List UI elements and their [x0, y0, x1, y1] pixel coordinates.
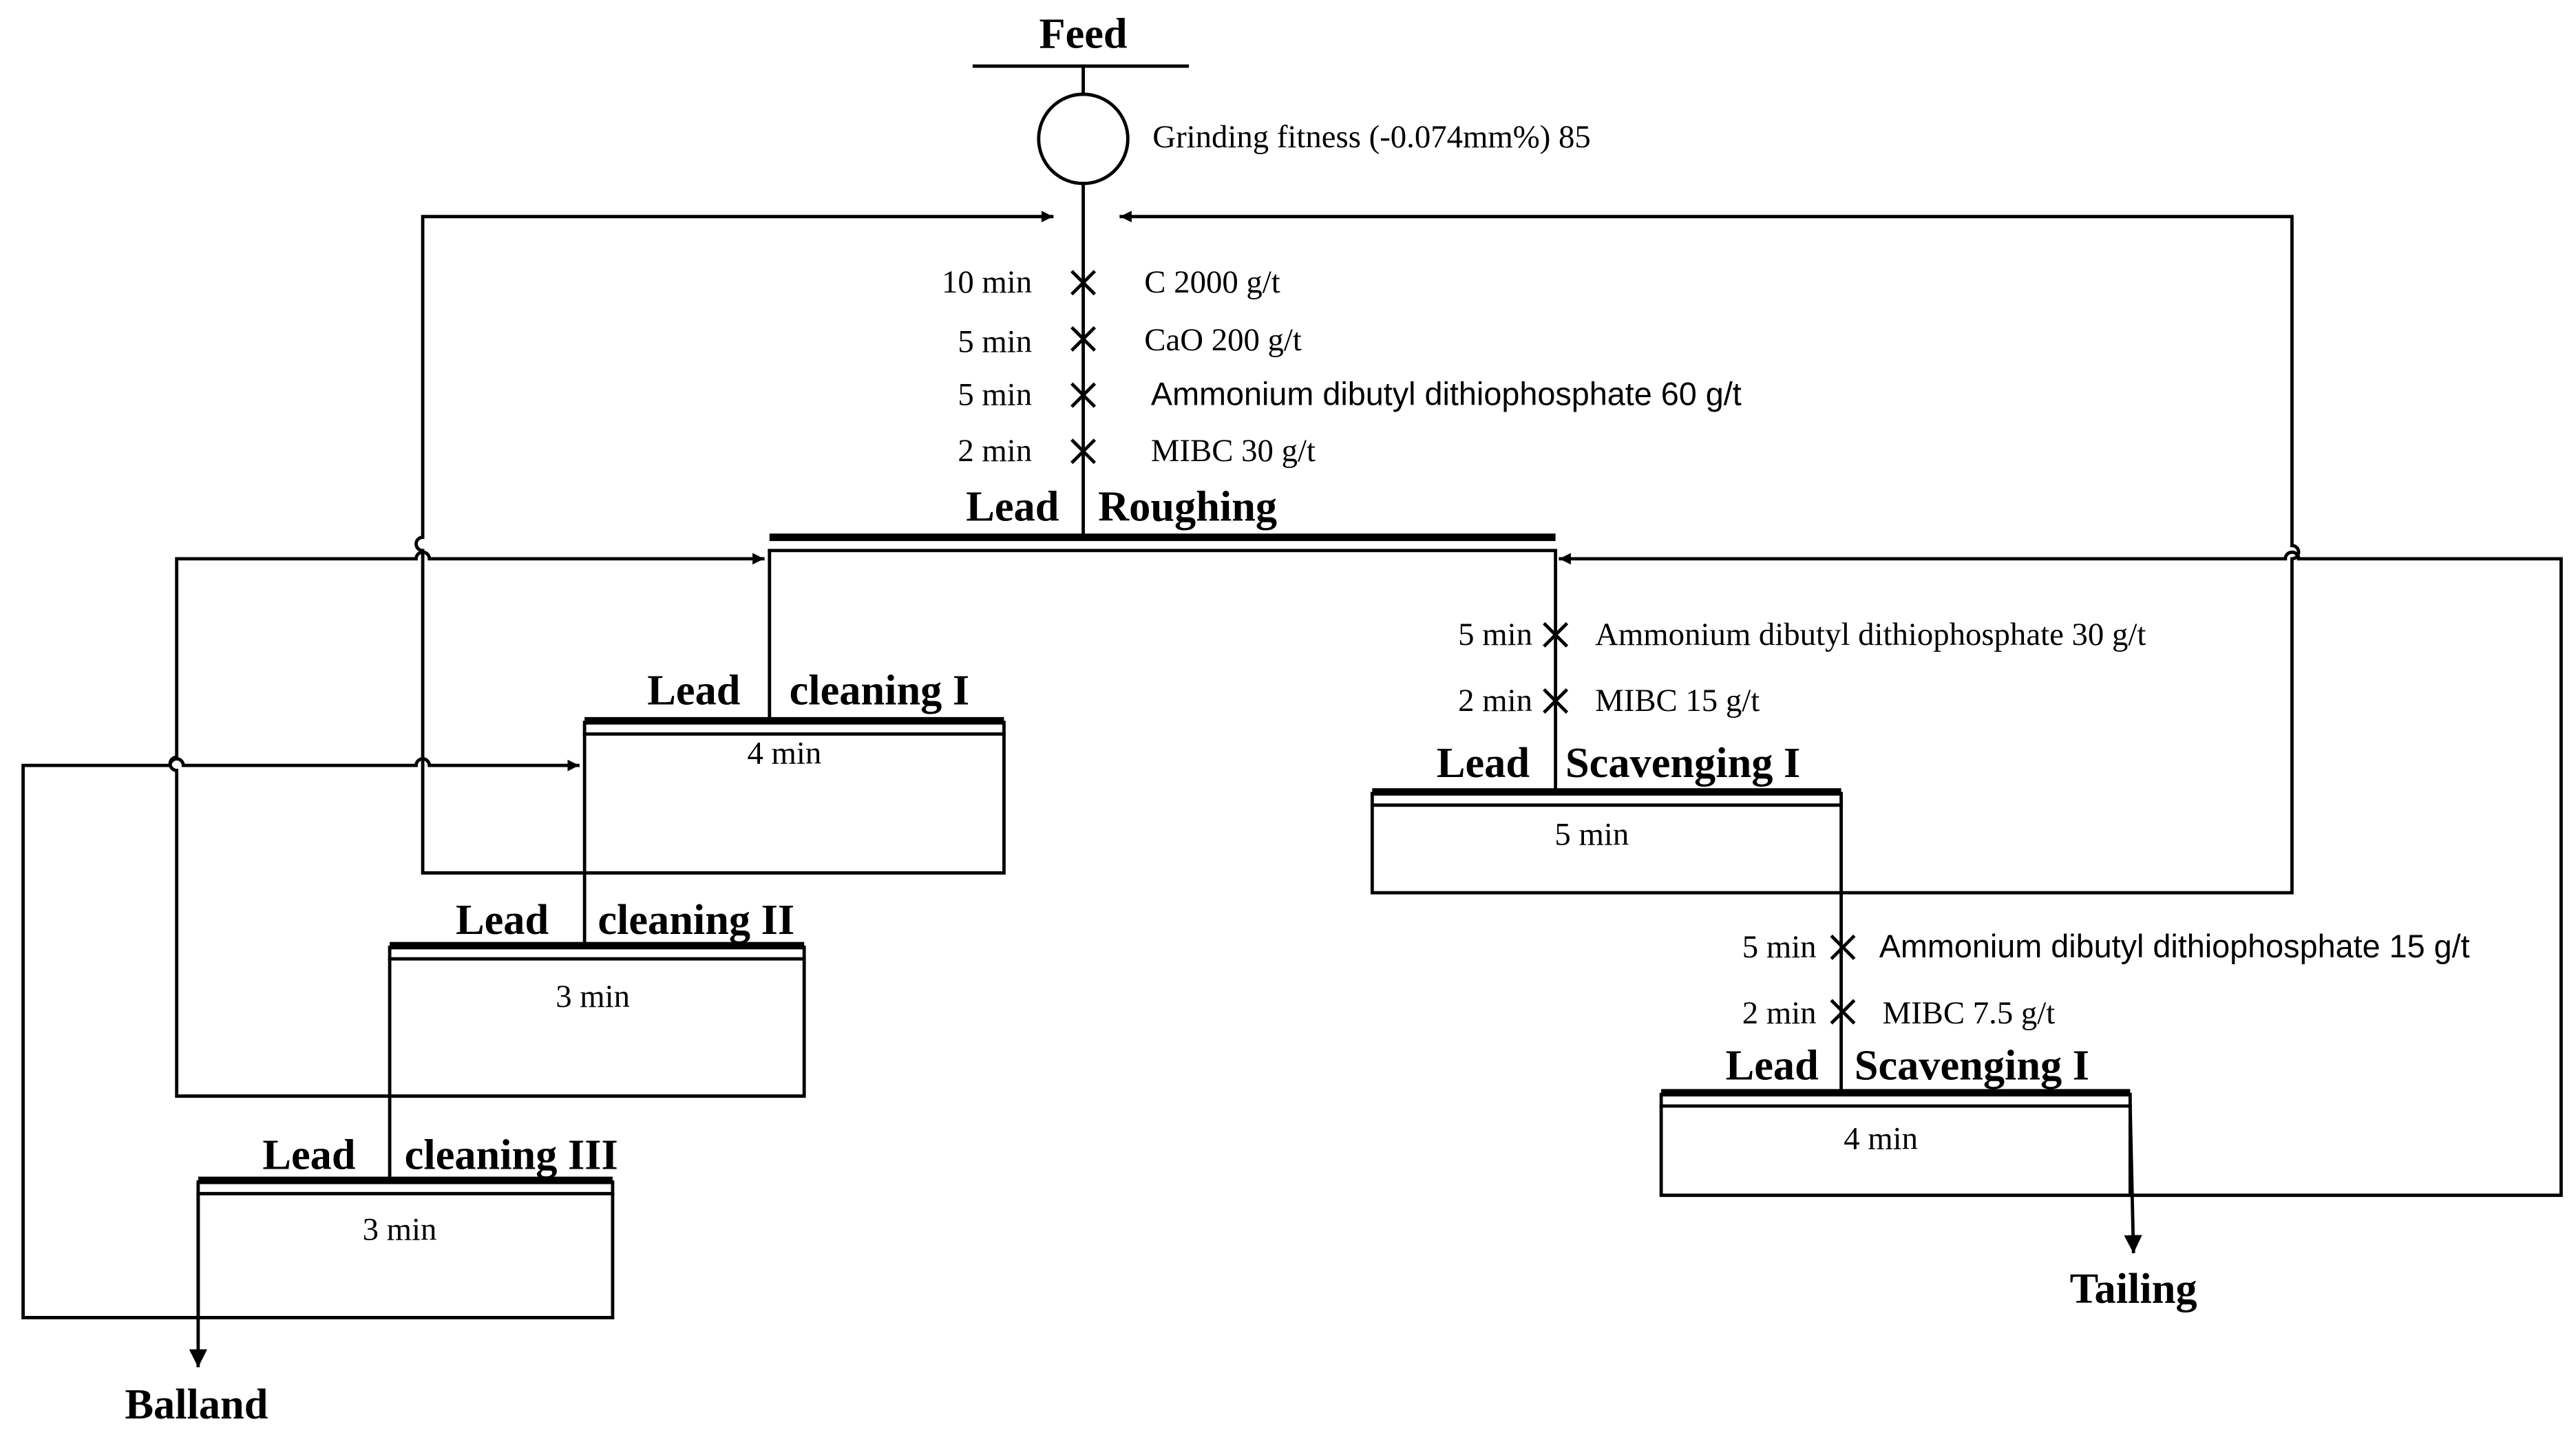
reagent-text: MIBC 15 g/t [1595, 683, 1760, 719]
reagent-time: 2 min [958, 433, 1032, 469]
scavenging1-reagent-2: 2 min MIBC 15 g/t [1458, 683, 1760, 719]
reagent-time: 5 min [958, 324, 1032, 360]
reagent-time: 2 min [1458, 683, 1532, 719]
cleaning1-time: 4 min [747, 736, 821, 772]
roughing-reagent-2: 5 min CaO 200 g/t [958, 322, 1302, 359]
reagent-text: C 2000 g/t [1144, 264, 1280, 300]
cleaning2-tail-recycle [168, 550, 765, 1098]
scavenging2-reagent-2: 2 min MIBC 7.5 g/t [1742, 995, 2056, 1031]
cleaning3-time: 3 min [363, 1212, 437, 1248]
roughing-label-left: Lead [966, 483, 1059, 531]
cleaning3-tail-recycle [21, 757, 580, 1319]
scavenging2-time: 4 min [1844, 1120, 1918, 1156]
roughing-reagent-3: 5 min Ammonium dibutyl dithiophosphate 6… [958, 376, 1741, 412]
reagent-text: MIBC 30 g/t [1151, 433, 1316, 469]
feed-label: Feed [1039, 10, 1127, 58]
addition-mark [1070, 270, 1097, 296]
cleaning2-label-left: Lead [456, 896, 549, 944]
tailing-arrow [2124, 1104, 2142, 1254]
cleaning3-tank [196, 1180, 615, 1319]
scavenging1-label-left: Lead [1437, 739, 1530, 787]
cleaning2-label-right: cleaning II [598, 896, 794, 944]
lead-cleaning-3-cell: Lead cleaning III 3 min [196, 1131, 618, 1319]
cleaning1-label-left: Lead [647, 666, 740, 714]
lead-cleaning-1-cell: Lead cleaning I 4 min [582, 666, 1006, 875]
scavenging1-conc-recycle [1119, 211, 2301, 895]
cleaning3-label-right: cleaning III [405, 1131, 618, 1178]
cleaning3-label-left: Lead [262, 1131, 355, 1178]
tailing-label: Tailing [2070, 1265, 2197, 1312]
lead-cleaning-2-cell: Lead cleaning II 3 min [388, 896, 806, 1098]
scavenging1-time: 5 min [1554, 816, 1629, 852]
lead-scavenging-2-cell: Lead Scavenging I 4 min [1659, 1042, 2132, 1198]
grinding-label: Grinding fitness (-0.074mm%) 85 [1152, 119, 1590, 155]
scavenging2-conc-recycle [1559, 550, 2563, 1198]
scavenging2-reagent-1: 5 min Ammonium dibutyl dithiophosphate 1… [1742, 928, 2470, 965]
lead-roughing-cell: Lead Roughing [768, 483, 1557, 553]
reagent-time: 2 min [1742, 995, 1817, 1031]
roughing-reagent-1: 10 min C 2000 g/t [942, 264, 1280, 300]
scavenging2-label-right: Scavenging I [1855, 1042, 2089, 1089]
scavenging1-reagent-1: 5 min Ammonium dibutyl dithiophosphate 3… [1458, 617, 2146, 652]
addition-mark [1070, 382, 1097, 408]
addition-mark [1070, 438, 1097, 465]
cleaning2-tank [388, 945, 806, 1098]
scavenging2-label-left: Lead [1726, 1042, 1819, 1089]
balland-label: Balland [125, 1381, 268, 1428]
reagent-text: Ammonium dibutyl dithiophosphate 30 g/t [1595, 617, 2146, 652]
cleaning1-label-right: cleaning I [790, 666, 970, 714]
roughing-reagent-4: 2 min MIBC 30 g/t [958, 433, 1316, 469]
scavenging1-label-right: Scavenging I [1565, 739, 1800, 787]
reagent-text: Ammonium dibutyl dithiophosphate 15 g/t [1879, 928, 2470, 964]
addition-mark [1070, 326, 1097, 352]
cleaning2-time: 3 min [556, 979, 630, 1014]
grinding-mill-circle [1037, 92, 1130, 186]
reagent-time: 10 min [942, 264, 1032, 300]
cleaning1-tail-recycle [414, 211, 1054, 875]
reagent-text: MIBC 7.5 g/t [1883, 995, 2056, 1031]
lead-scavenging-1-cell: Lead Scavenging I 5 min [1370, 739, 1843, 895]
cleaning1-tank [582, 721, 1006, 875]
reagent-text: CaO 200 g/t [1144, 322, 1302, 358]
roughing-label-right: Roughing [1098, 483, 1277, 531]
reagent-time: 5 min [1458, 617, 1532, 652]
reagent-text: Ammonium dibutyl dithiophosphate 60 g/t [1151, 376, 1742, 412]
reagent-time: 5 min [1742, 929, 1817, 965]
reagent-time: 5 min [958, 376, 1032, 412]
scavenging1-tank [1370, 791, 1843, 895]
